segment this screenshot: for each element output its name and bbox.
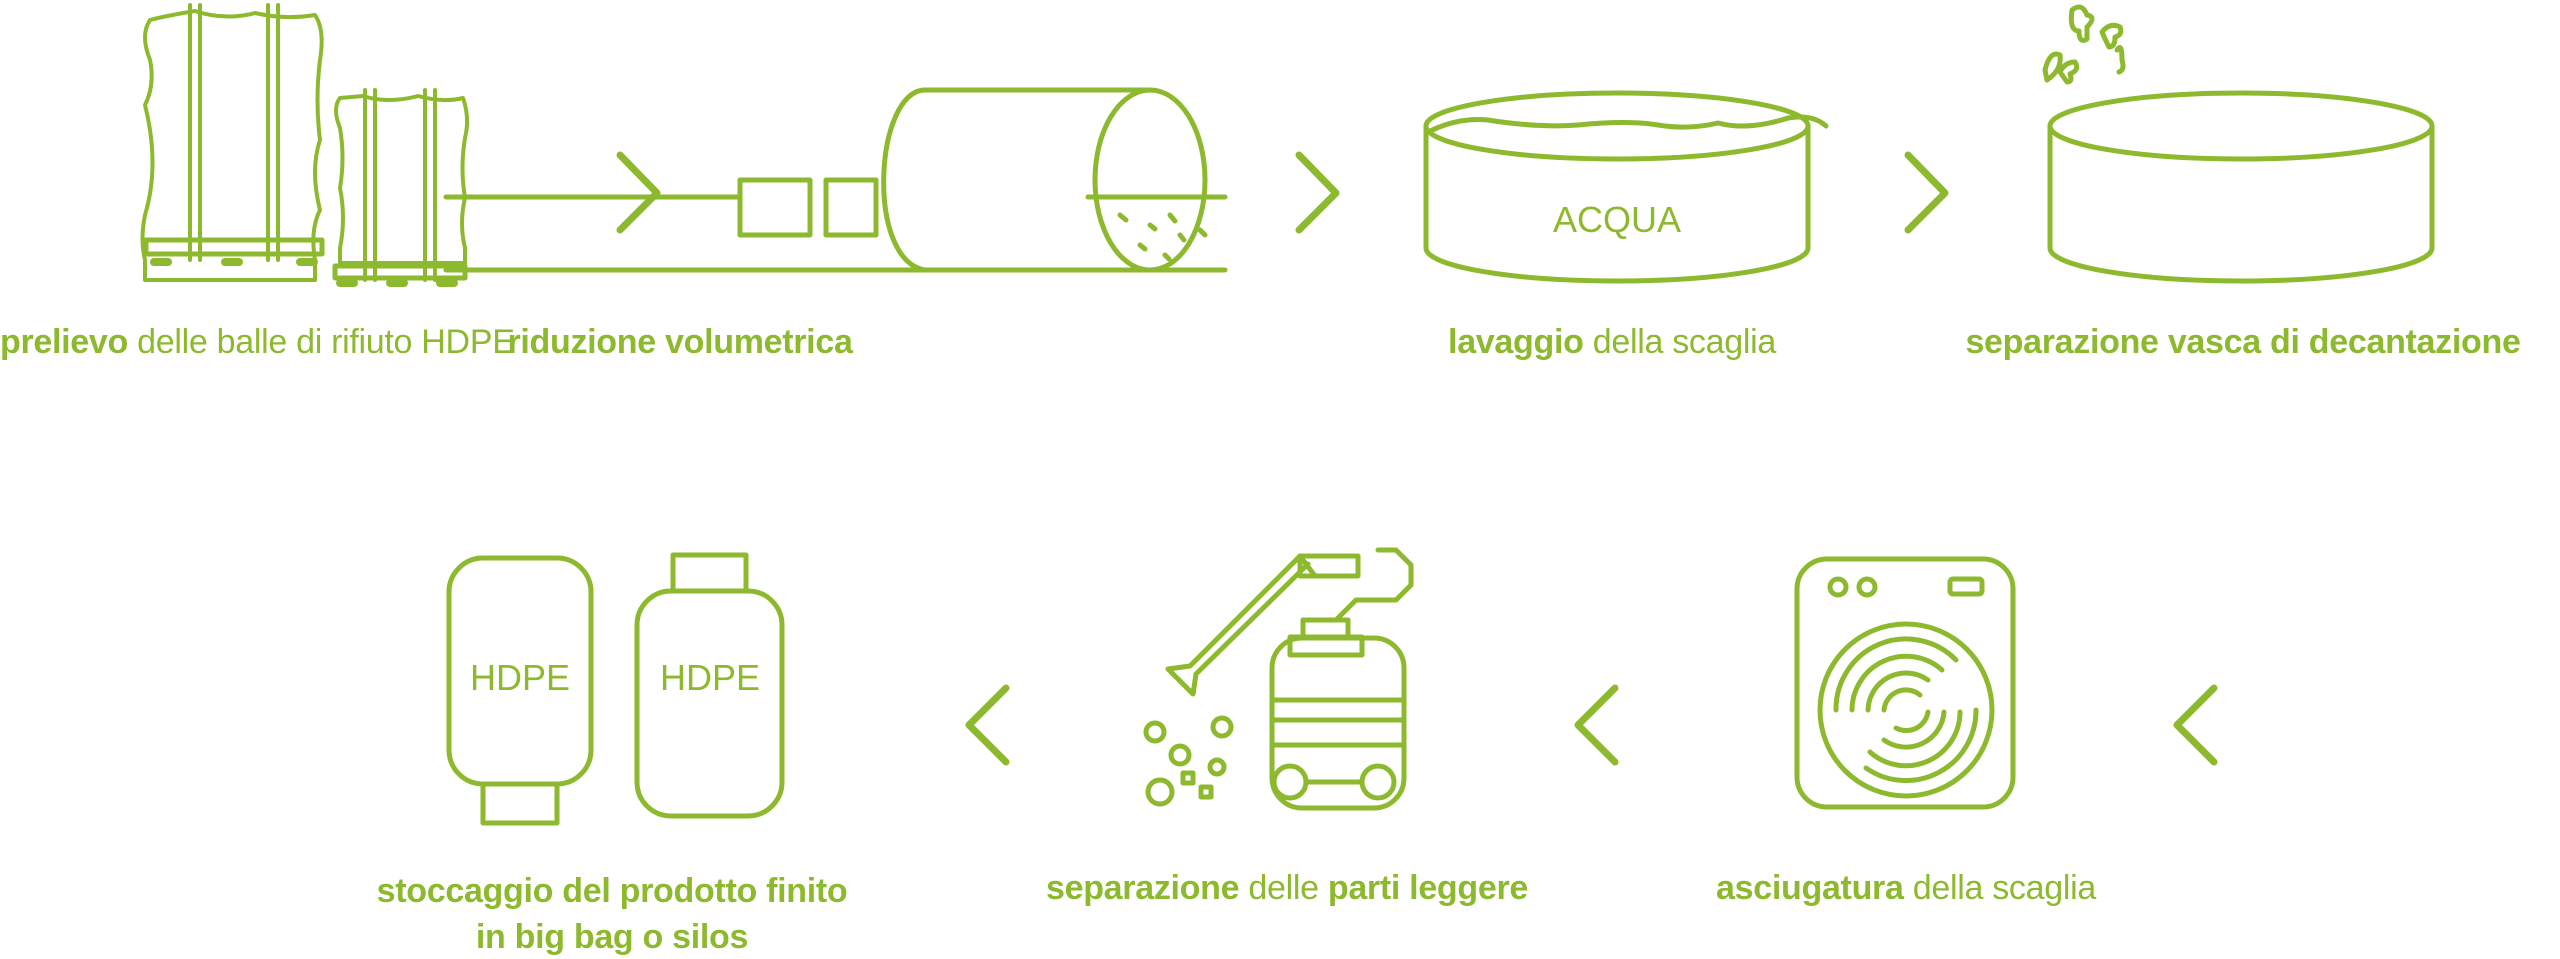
chevron-left-icon: [965, 684, 1010, 766]
label-light: della scaglia: [1903, 869, 2097, 907]
label-light: delle balle di rifiuto HDPE: [128, 323, 515, 361]
vacuum-separator-icon: [1143, 547, 1414, 811]
label-bold: prelievo: [0, 323, 128, 361]
label-bold: riduzione volumetrica: [507, 323, 853, 361]
label-bold: stoccaggio del prodotto finito: [376, 872, 848, 910]
step-label-stoccaggio: stoccaggio del prodotto finito in big bag…: [377, 868, 848, 959]
storage-silos-icon: HDPE HDPE: [446, 552, 785, 826]
decantation-tank-icon: [2042, 4, 2435, 284]
step-label-separazione-vasca: separazione vasca di decantazione: [1965, 322, 2520, 362]
label-light: della scaglia: [1583, 323, 1777, 361]
hdpe-label: HDPE: [660, 657, 760, 698]
step-label-asciugatura: asciugatura della scaglia: [1716, 868, 2096, 908]
step-label-lavaggio: lavaggio della scaglia: [1448, 322, 1776, 362]
label-bold: separazione vasca di decantazione: [1965, 323, 2521, 361]
hdpe-bales-icon: [140, 3, 470, 287]
step-label-separazione-parti: separazione delle parti leggere: [1046, 868, 1528, 908]
chevron-right-icon: [1904, 151, 1949, 234]
label-bold: asciugatura: [1716, 869, 1904, 907]
label-bold: separazione: [1045, 869, 1240, 907]
step-label-prelievo: prelievo delle balle di rifiuto HDPE: [0, 322, 515, 362]
shredder-drum-icon: [443, 87, 1228, 273]
chevron-right-icon: [1295, 151, 1340, 234]
label-light: delle: [1239, 869, 1328, 907]
dryer-icon: [1794, 556, 2016, 810]
chevron-right-icon: [616, 151, 661, 234]
step-label-riduzione: riduzione volumetrica: [507, 322, 852, 362]
label-bold: lavaggio: [1448, 323, 1584, 361]
acqua-label: ACQUA: [1553, 199, 1681, 240]
washing-tank-icon: ACQUA: [1423, 90, 1829, 284]
label-bold: parti leggere: [1327, 869, 1529, 907]
hdpe-label: HDPE: [470, 657, 570, 698]
chevron-left-icon: [1574, 684, 1619, 766]
label-bold-line2: in big bag o silos: [475, 918, 749, 956]
chevron-left-icon: [2173, 684, 2218, 766]
